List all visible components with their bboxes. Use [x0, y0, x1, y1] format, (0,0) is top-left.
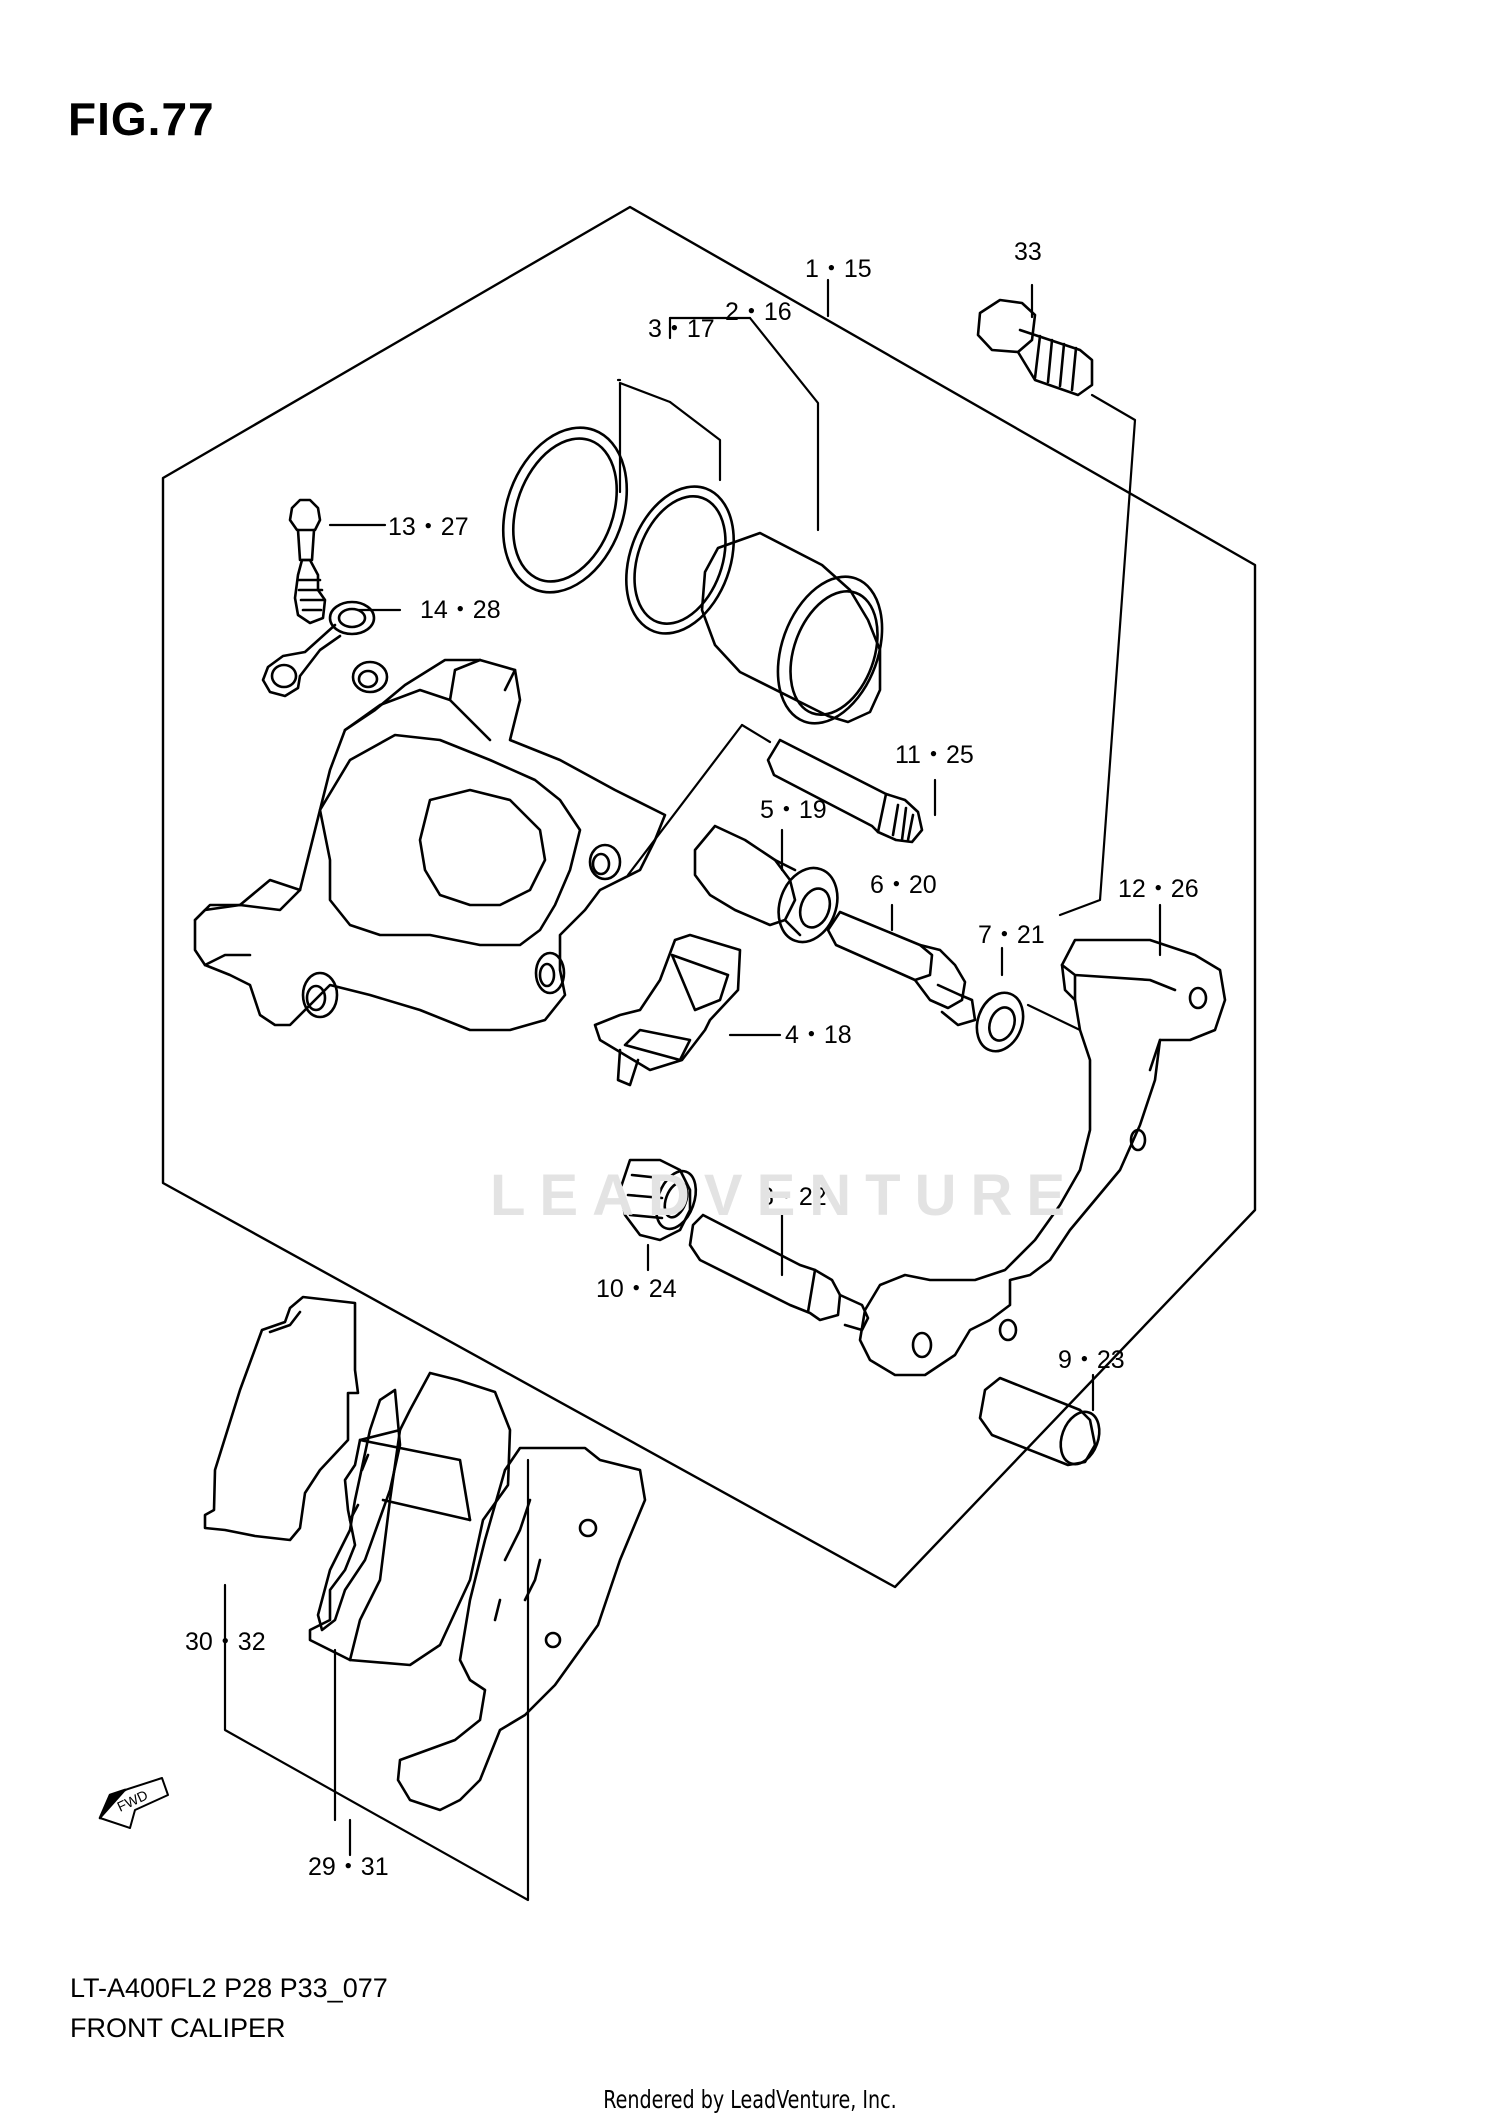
- figure-name: FRONT CALIPER: [70, 2013, 286, 2043]
- watermark-text: LEADVENTURE: [490, 1163, 1080, 1228]
- callout-1-15: 1・15: [805, 255, 872, 283]
- fwd-arrow-icon: FWD: [98, 1777, 169, 1829]
- callout-10-24: 10・24: [596, 1275, 677, 1303]
- figure-title: FIG.77: [68, 93, 215, 145]
- callout-4-18: 4・18: [785, 1021, 852, 1049]
- callout-8-22: 8・22: [760, 1183, 827, 1211]
- assembly-outline: [161, 205, 1257, 1589]
- callout-12-26: 12・26: [1118, 875, 1199, 903]
- pin-boot: [618, 1158, 698, 1242]
- pad-shim-plates: [316, 1388, 647, 1812]
- callout-29-31: 29・31: [308, 1853, 389, 1881]
- callout-3-17: 3・17: [648, 315, 715, 343]
- callout-5-19: 5・19: [760, 796, 827, 824]
- guide-pin: [826, 910, 977, 1027]
- callout-labels: 1・15 2・16 3・17 4・18 5・19 6・20 7・21 8・22 …: [185, 238, 1199, 1881]
- callout-33: 33: [1014, 238, 1042, 266]
- callout-11-25: 11・25: [895, 741, 974, 769]
- caliper-bracket: [858, 938, 1227, 1377]
- model-code: LT-A400FL2 P28 P33_077: [70, 1973, 388, 2003]
- pad-spring: [593, 933, 742, 1087]
- brake-pad-outer: [203, 1295, 360, 1542]
- callout-6-20: 6・20: [870, 871, 937, 899]
- caliper-body: [193, 658, 667, 1032]
- bleeder-cap: [261, 600, 376, 698]
- slide-pin: [766, 738, 924, 844]
- bracket-bushing: [978, 1376, 1101, 1467]
- piston-seals: [501, 426, 735, 635]
- callout-13-27: 13・27: [388, 513, 469, 541]
- callout-9-23: 9・23: [1058, 1346, 1125, 1374]
- callout-2-16: 2・16: [725, 298, 792, 326]
- mounting-bolt: [976, 298, 1094, 397]
- callout-7-21: 7・21: [978, 921, 1045, 949]
- rendered-by-credit: Rendered by LeadVenture, Inc.: [603, 2085, 897, 2114]
- callout-14-28: 14・28: [420, 596, 501, 624]
- leader-lines: [223, 278, 1162, 1902]
- caliper-piston: [700, 531, 884, 725]
- washer: [975, 991, 1025, 1053]
- callout-30-32: 30・32: [185, 1628, 266, 1656]
- bleeder-screw: [288, 498, 327, 625]
- guide-pin-lower: [688, 1213, 870, 1332]
- pin-bolt: [693, 824, 839, 944]
- brake-pad-inner: [308, 1371, 512, 1667]
